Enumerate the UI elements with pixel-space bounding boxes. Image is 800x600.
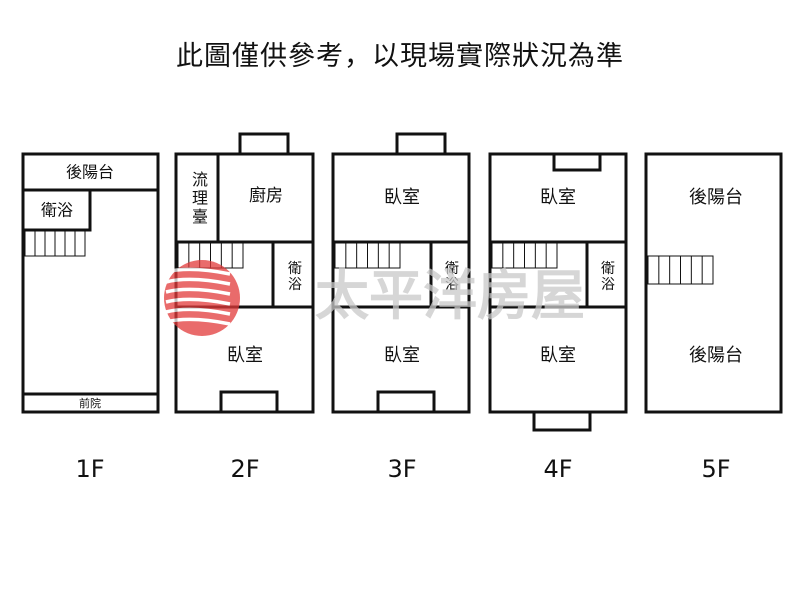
stairs: [491, 242, 558, 269]
room-label-bedroom: 臥室: [227, 345, 263, 366]
room-label-bath: 衛浴: [601, 261, 615, 293]
stairs: [334, 242, 401, 269]
watermark-logo-icon: [164, 260, 240, 336]
floor-label: 5F: [701, 455, 730, 483]
room-label-balcony-bottom: 後陽台: [689, 345, 743, 366]
room-label-bath: 衛浴: [288, 261, 302, 293]
room-label-front-yard: 前院: [79, 396, 101, 410]
room-label-counter: 流理臺: [192, 170, 208, 226]
room-label-bedroom-top: 臥室: [540, 187, 576, 208]
watermark-text: 太平洋房屋: [315, 263, 585, 327]
balcony-ledge-bottom: [532, 410, 592, 432]
room-label-bedroom-bottom: 臥室: [384, 345, 420, 366]
floor-labels: 1F 2F 3F 4F 5F: [75, 455, 730, 483]
floor-label: 4F: [543, 455, 572, 483]
watermark: 太平洋房屋: [164, 260, 585, 336]
room-label-bedroom-bottom: 臥室: [540, 345, 576, 366]
balcony-ledge: [395, 132, 447, 156]
window-ledge-top: [552, 152, 602, 172]
stairs: [647, 255, 714, 285]
page-title: 此圖僅供參考，以現場實際狀況為準: [176, 41, 624, 72]
floor-label: 1F: [75, 455, 104, 483]
floor-outline: [331, 152, 471, 414]
balcony-ledge: [238, 132, 290, 156]
room-label-bedroom-top: 臥室: [384, 187, 420, 208]
bath-room: [21, 188, 92, 232]
room-label-bath: 衛浴: [41, 201, 73, 220]
window-ledge: [376, 390, 436, 414]
floor-outline: [488, 152, 628, 414]
room-label-bath: 衛浴: [445, 261, 459, 293]
floor-label: 2F: [230, 455, 259, 483]
stairs: [24, 230, 86, 257]
floor-label: 3F: [387, 455, 416, 483]
room-label-balcony: 後陽台: [66, 163, 114, 182]
window-ledge: [219, 390, 279, 414]
room-label-balcony-top: 後陽台: [689, 187, 743, 208]
room-label-kitchen: 廚房: [249, 185, 283, 206]
